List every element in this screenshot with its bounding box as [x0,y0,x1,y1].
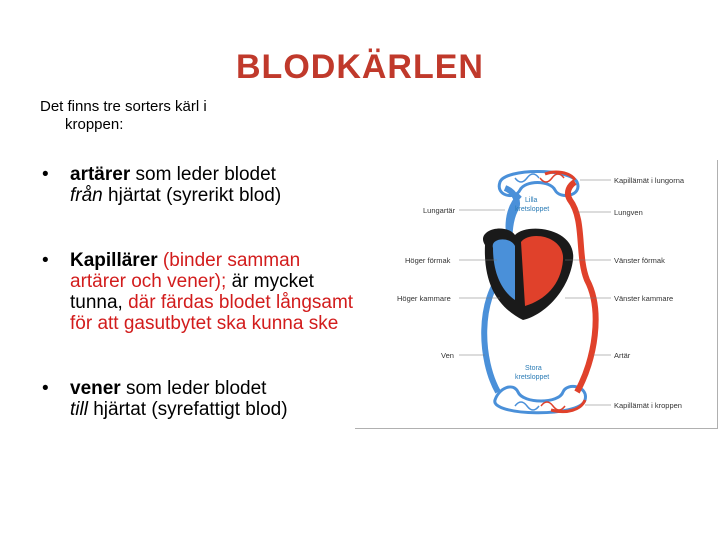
intro-line-2: kroppen: [65,116,124,133]
circulation-diagram: Lilla kretsloppet Stora kretsloppet Lung… [355,160,718,429]
left-labels [459,209,505,356]
term-arterer: artärer [70,164,131,185]
term-kapillarer: Kapillärer [70,250,158,271]
label-lungven: Lungven [614,208,643,217]
label-vanster-formak: Vänster förmak [614,256,665,265]
heart [482,228,574,320]
label-hoger-kammare: Höger kammare [397,294,451,303]
right-labels [565,179,611,406]
label-hoger-formak: Höger förmak [405,256,451,265]
bullet-dot: • [42,378,49,399]
label-artar: Artär [614,351,631,360]
term-vener: vener [70,378,121,399]
bullet-text: som leder blodet [120,378,267,399]
slide-title: BLODKÄRLEN [236,48,484,86]
term-fran: från [70,185,103,206]
circulation-svg: Lilla kretsloppet Stora kretsloppet Lung… [397,170,685,415]
bullet-text: hjärtat (syrefattigt blod) [87,399,288,420]
lilla-label-2: kretsloppet [515,206,549,213]
bullet-text-red: (binder samman artärer och vener); [70,250,301,292]
bullet-text-red: där färdas blodet långsamt för att gasut… [70,292,354,334]
bullet-list: • artärer som leder blodet från hjärtat … [40,164,360,444]
term-till: till [70,399,88,420]
bullet-text: är mycket tunna, [70,271,314,313]
bullet-kapillarer: • Kapillärer (binder samman artärer och … [40,250,360,334]
intro-line-1: Det finns tre sorters kärl i [40,98,207,115]
label-ven: Ven [441,351,454,360]
bullet-text: hjärtat (syrerikt blod) [102,185,282,206]
artery-path [564,179,599,394]
lilla-label: Lilla [525,197,538,204]
intro-text: Det finns tre sorters kärl i kroppen: [40,98,300,134]
stora-label-2: kretsloppet [515,374,549,381]
bullet-dot: • [42,250,49,271]
label-kapillarnat-kroppen: Kapillämät i kroppen [614,401,682,410]
bullet-arterer: • artärer som leder blodet från hjärtat … [40,164,360,206]
label-lungartar: Lungartär [423,206,456,215]
bullet-dot: • [42,164,49,185]
stora-label: Stora [525,365,542,372]
bullet-vener: • vener som leder blodet till hjärtat (s… [40,378,360,420]
body-capillaries [493,384,587,415]
label-kapillarnat-lungorna: Kapillämät i lungorna [614,176,685,185]
label-vanster-kammare: Vänster kammare [614,294,673,303]
bullet-text: som leder blodet [130,164,276,185]
